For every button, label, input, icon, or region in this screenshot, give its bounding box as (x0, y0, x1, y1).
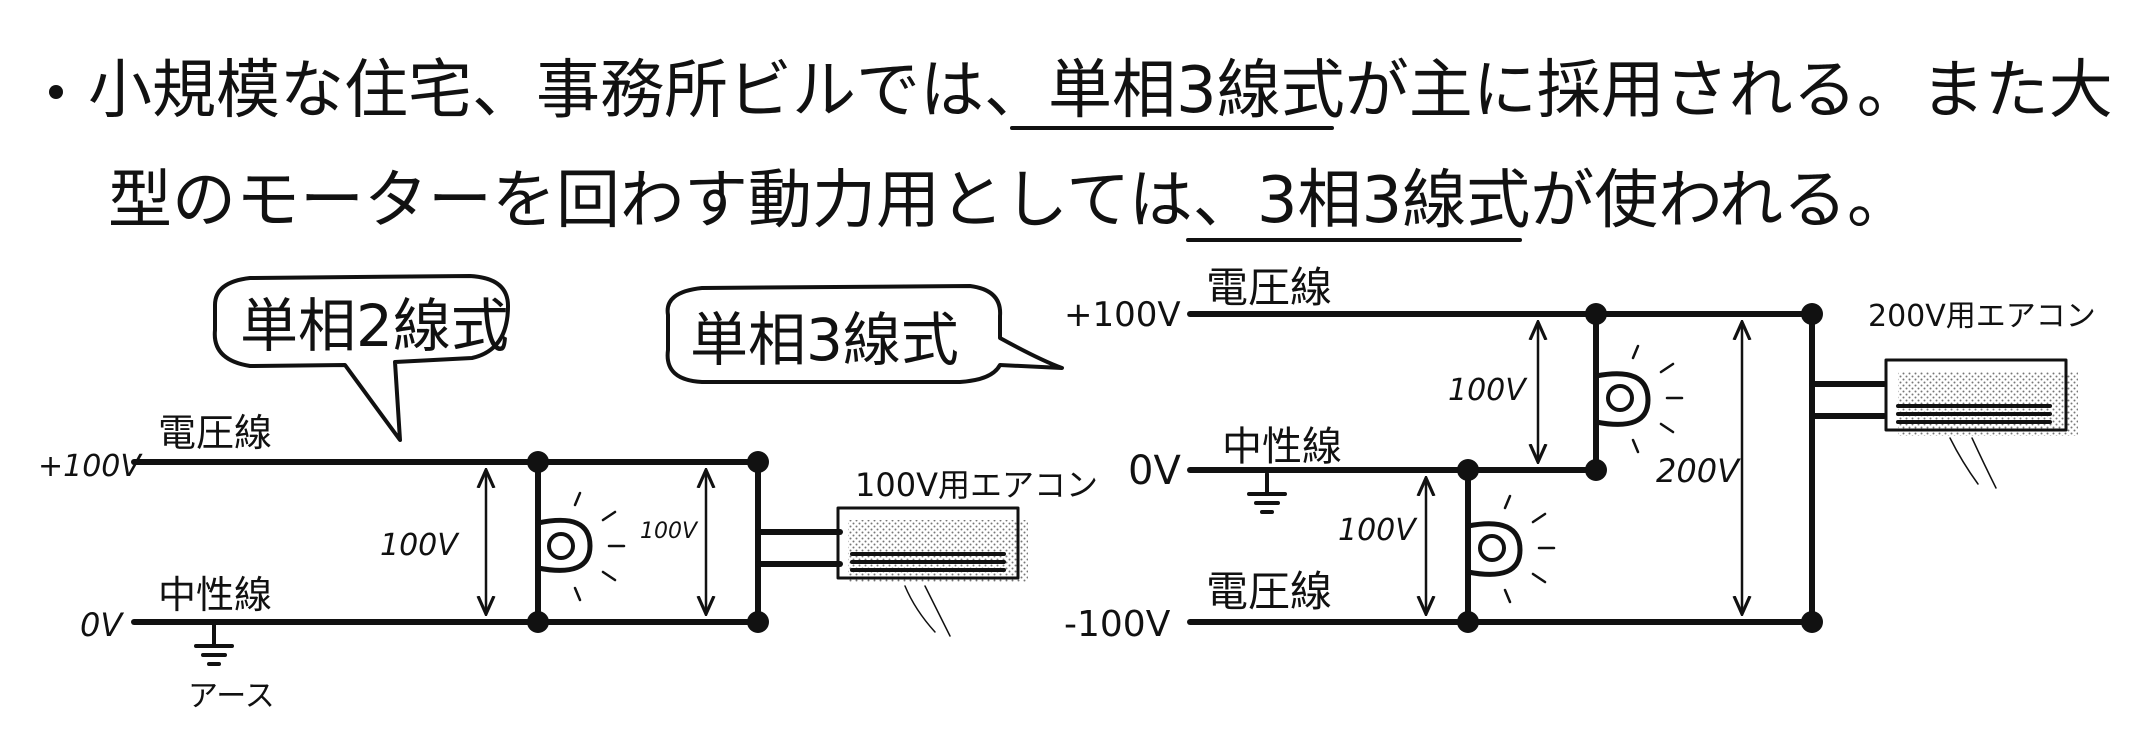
ground-symbol-right (1247, 472, 1287, 514)
line1-text: 小規模な住宅、事務所ビルでは、 (88, 54, 1048, 128)
air-conditioner-icon (836, 506, 1028, 637)
description-line-1: 小規模な住宅、事務所ビルでは、単相3線式が主に採用される。また大 (88, 54, 2113, 128)
speech-bubble-right (665, 284, 1064, 384)
junction-dot (1585, 459, 1607, 481)
line2-keyword: 3相3線式 (1257, 164, 1530, 238)
air-conditioner-icon (1884, 358, 2078, 489)
span-label-2-left: 100V (640, 519, 699, 544)
bubble-label-left: 単相2線式 (240, 292, 509, 360)
voltage-label-top-left: +100V (38, 449, 143, 484)
left-diagram: 単相2線式 +100V 電圧線 0V 中性線 アース 100V 10 (38, 274, 1098, 714)
wire-label-top-left: 電圧線 (158, 411, 272, 455)
device-label-left: 100V用エアコン (855, 466, 1098, 504)
lamp-icon (535, 491, 626, 602)
junction-dot (747, 611, 769, 633)
device-label-right: 200V用エアコン (1868, 299, 2096, 334)
span-label-upper-right: 100V (1448, 373, 1528, 408)
description-line-2: 型のモーターを回わす動力用としては、3相3線式が使われる。 (108, 164, 1911, 238)
lamp-icon (1465, 494, 1556, 604)
line2-text-end: が使われる。 (1530, 164, 1911, 238)
span-label-lower-right: 100V (1338, 513, 1418, 548)
voltage-label-top-right: +100V (1064, 295, 1181, 335)
junction-dot (1801, 303, 1823, 325)
line2-text: 型のモーターを回わす動力用としては、 (108, 164, 1257, 238)
line1-keyword: 単相3線式 (1048, 54, 1345, 128)
span-label-total-right: 200V (1656, 452, 1741, 490)
voltage-label-bottom-left: 0V (80, 606, 124, 644)
speech-bubble-left (212, 274, 510, 442)
bullet-dot (49, 85, 63, 99)
voltage-label-mid-right: 0V (1128, 448, 1181, 494)
lamp-icon (1593, 344, 1684, 454)
junction-dot (527, 451, 549, 473)
right-diagram: 単相3線式 +100V 電圧線 0V 中性線 -100V 電圧線 100V (665, 263, 2096, 645)
ground-symbol-left (194, 620, 234, 666)
junction-dot (1585, 303, 1607, 325)
bubble-label-right: 単相3線式 (690, 306, 959, 374)
junction-dot (747, 451, 769, 473)
wire-label-top-right: 電圧線 (1206, 263, 1332, 312)
voltage-label-bottom-right: -100V (1064, 604, 1171, 645)
wire-label-mid-right: 中性線 (1222, 424, 1342, 470)
line1-text-end: が主に採用される。また大 (1345, 54, 2113, 128)
junction-dot (527, 611, 549, 633)
junction-dot (1457, 611, 1479, 633)
junction-dot (1801, 611, 1823, 633)
wire-label-bottom-right: 電圧線 (1206, 567, 1332, 616)
junction-dot (1457, 459, 1479, 481)
ground-label-left: アース (188, 679, 275, 714)
wire-label-bottom-left: 中性線 (158, 573, 272, 617)
description-text: 小規模な住宅、事務所ビルでは、単相3線式が主に採用される。また大 型のモーターを… (49, 54, 2113, 242)
span-label-1-left: 100V (380, 528, 460, 563)
